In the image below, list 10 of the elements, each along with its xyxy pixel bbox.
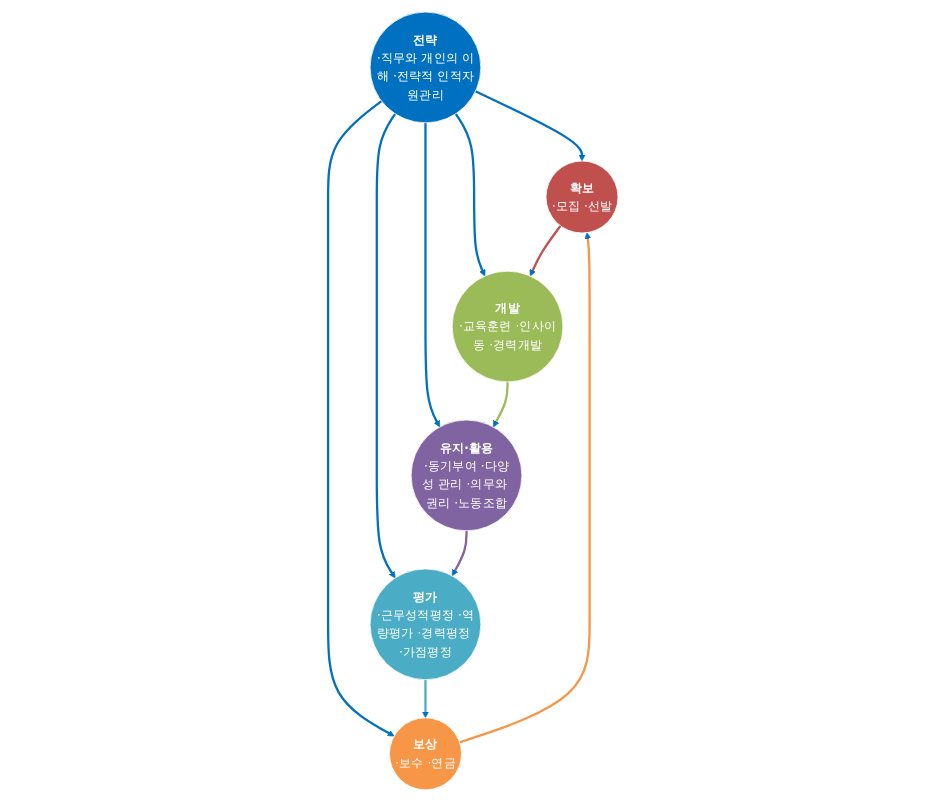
arrow [460,232,593,744]
arrow [452,530,469,577]
arrow [423,679,430,719]
arrow [455,113,487,277]
arrow [327,100,396,737]
arrow [493,381,510,428]
arrow [376,113,398,579]
arrow [530,225,563,277]
arrow [425,122,441,428]
arrow [475,90,587,162]
